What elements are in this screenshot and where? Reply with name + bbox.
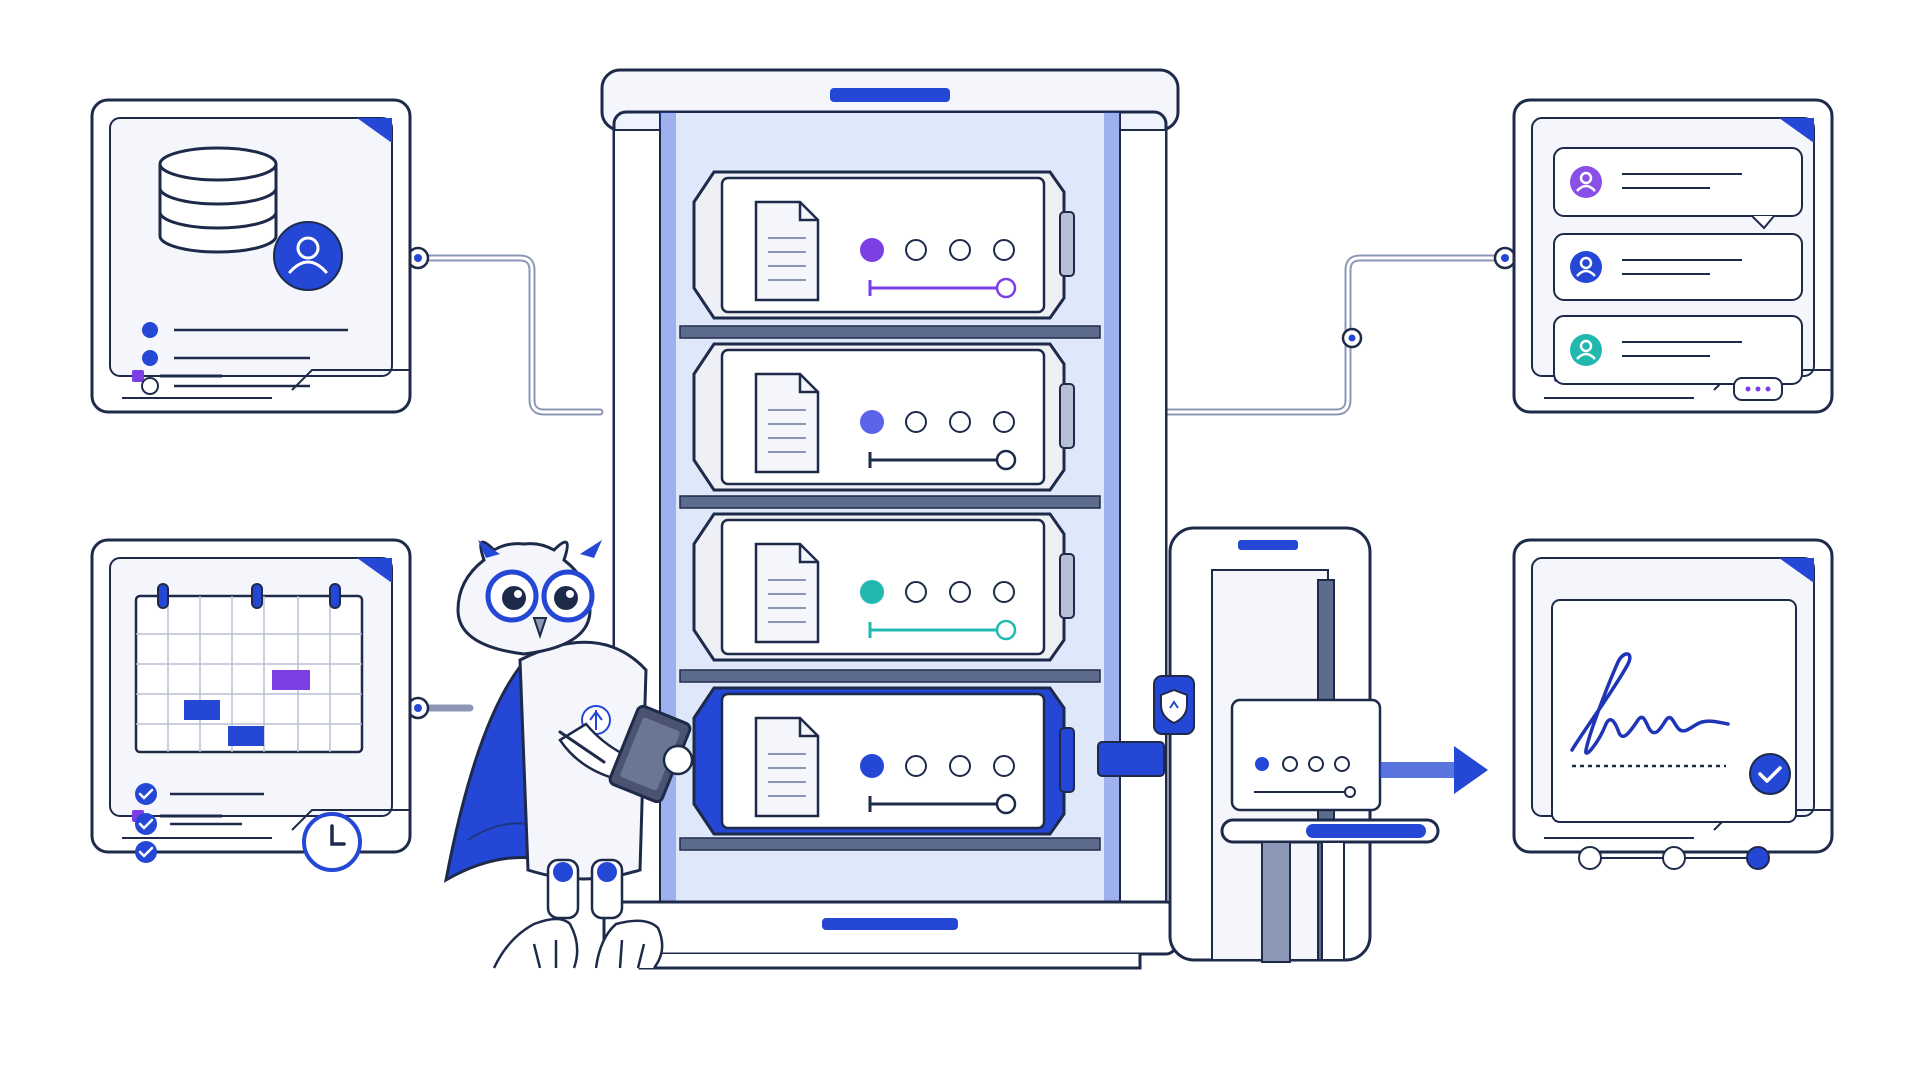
owl-mascot-icon [443,540,694,969]
progress-step [1746,846,1770,870]
progress-step [1662,846,1686,870]
module-2 [692,512,1075,662]
calendar-event [228,726,264,746]
arrow-right-icon [1380,746,1488,794]
messages-panel [1512,98,1834,414]
checkmark-icon [135,841,157,863]
status-dot [993,755,1015,777]
document-icon [754,542,820,644]
task-checklist [135,783,264,863]
module-handle [1059,553,1075,619]
pipe-rack-to-messages [1156,254,1516,416]
list-bullet [141,377,159,395]
database-icon [158,146,278,254]
progress-end [995,449,1017,471]
module-3 [692,686,1075,836]
avatar-icon [1570,251,1602,283]
module-handle [1059,211,1075,277]
chat-bubble-2 [1553,233,1803,301]
checkmark-icon [1749,753,1791,795]
server-rack [600,68,1180,970]
status-dot [993,581,1015,603]
schedule-panel [90,538,412,872]
scanner-gate [1097,526,1488,963]
shield-icon [1153,675,1195,735]
calendar-event [184,700,220,720]
checkmark-icon [135,813,157,835]
chat-bubble-1 [1553,147,1803,230]
gate-coupler [1097,741,1165,777]
status-dot [993,239,1015,261]
processed-card [1230,698,1382,812]
status-dot [860,580,884,604]
user-icon [273,221,343,291]
module-handle [1059,727,1075,793]
module-0 [692,170,1075,320]
progress-end [995,793,1017,815]
status-dot [949,755,971,777]
progress-end [995,277,1017,299]
progress-end [995,619,1017,641]
chat-bubble-3 [1553,315,1803,401]
status-dot [860,754,884,778]
avatar-icon [1570,334,1602,366]
status-dot [993,411,1015,433]
ellipsis-icon [1733,377,1783,401]
tablet-icon [608,704,692,804]
checkmark-icon [135,783,157,805]
signature-icon [1570,652,1730,755]
record-list [141,322,348,395]
document-icon [754,716,820,818]
status-dot [949,581,971,603]
module-1 [692,342,1075,492]
status-dot [949,411,971,433]
document-icon [754,372,820,474]
signature-panel [1512,538,1834,870]
status-dot [860,238,884,262]
avatar-icon [1570,166,1602,198]
list-bullet [142,350,158,366]
status-dot [905,755,927,777]
database-panel [90,98,412,414]
progress-steps [1578,846,1770,870]
calendar-event [272,670,310,690]
document-icon [754,200,820,302]
status-dot [949,239,971,261]
progress-step [1578,846,1602,870]
status-dot [905,239,927,261]
clock-icon [302,812,362,872]
status-dot [905,581,927,603]
status-dot [860,410,884,434]
list-bullet [142,322,158,338]
module-handle [1059,383,1075,449]
pipe-database-to-rack [406,254,604,416]
calendar-icon [134,583,364,754]
status-dot [905,411,927,433]
pipe-joints [406,246,1517,720]
